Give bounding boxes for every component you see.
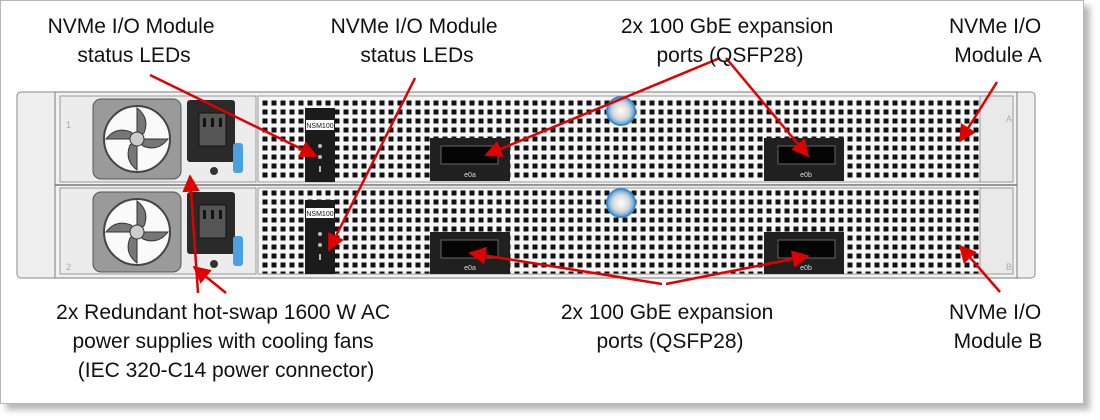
module-b: B 2 NSM100 <box>59 187 1014 275</box>
module-a: A 1 NSM100 <box>59 95 1014 183</box>
chassis: A 1 NSM100 <box>16 91 1036 279</box>
link-label-e0b-top: LNK <box>765 145 779 152</box>
arrow-module-b <box>958 244 1001 293</box>
callout-status-leds-left: NVMe I/O Module status LEDs <box>48 15 221 67</box>
link-label-e0b-bottom: LNK <box>765 239 779 246</box>
callout-arrows <box>149 56 1001 294</box>
arrow-module-a <box>958 81 999 143</box>
port-label-e0b-top: e0b <box>800 172 812 179</box>
right-rack-ear <box>1014 91 1036 279</box>
psu-fan-bottom <box>92 191 182 273</box>
port-label-e0a-top: e0a <box>464 172 476 179</box>
status-led-panel-top: NSM100 <box>305 108 335 182</box>
arrow-port-e0b-bottom <box>665 250 810 286</box>
latch-handle-b <box>979 187 1014 275</box>
thumb-screw-top <box>606 96 636 126</box>
arrow-port-e0b-top <box>725 57 810 158</box>
arrow-status-leds-center <box>327 77 417 252</box>
arrow-port-e0a-bottom <box>468 246 663 286</box>
release-tab-bottom <box>233 236 243 266</box>
power-connector-bottom <box>187 192 235 268</box>
module-letter-a: A <box>1006 114 1012 124</box>
psu-number-1: 1 <box>66 120 71 130</box>
port-label-e0b-bottom: e0b <box>800 265 812 272</box>
callout-module-a: NVMe I/O Module A <box>949 15 1047 67</box>
psu-fan-top <box>92 98 182 180</box>
arrow-status-leds-left <box>149 73 318 158</box>
arrow-psu-bottom <box>192 265 227 294</box>
arrow-port-e0a-top <box>484 56 721 158</box>
module-letter-b: B <box>1006 262 1012 272</box>
port-label-e0a-bottom: e0a <box>464 265 476 272</box>
callout-expansion-ports-bottom: 2x 100 GbE expansion ports (QSFP28) <box>561 301 779 353</box>
latch-handle-a <box>979 95 1014 183</box>
psu-number-2: 2 <box>66 262 71 272</box>
release-tab-top <box>233 143 243 173</box>
callout-power-supplies: 2x Redundant hot-swap 1600 W AC power su… <box>56 301 396 382</box>
callout-expansion-ports-top: 2x 100 GbE expansion ports (QSFP28) <box>621 15 839 67</box>
callout-status-leds-center: NVMe I/O Module status LEDs <box>331 15 504 67</box>
module-badge-top: NSM100 <box>306 123 333 130</box>
status-led-panel-bottom: NSM100 <box>305 200 335 274</box>
qsfp-port-e0a-top: e0a <box>430 138 510 181</box>
callout-module-b: NVMe I/O Module B <box>949 301 1047 353</box>
thumb-screw-bottom <box>606 188 636 218</box>
power-connector-top <box>187 100 235 175</box>
module-badge-bottom: NSM100 <box>306 211 333 218</box>
